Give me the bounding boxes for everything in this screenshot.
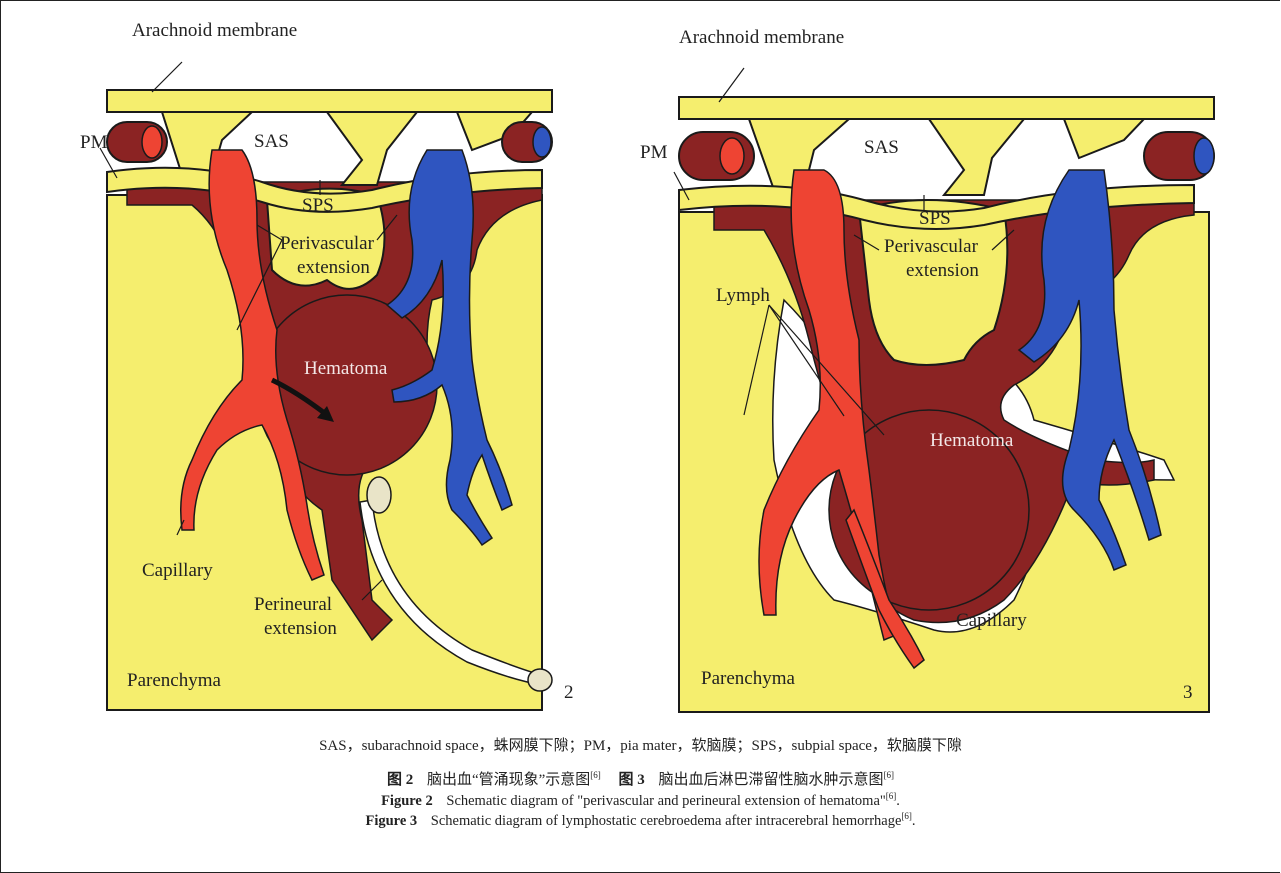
capillary-label: Capillary (956, 610, 1027, 632)
perivascular-label: Perivascular (884, 236, 978, 258)
figure-number: 3 (1183, 682, 1193, 704)
arachnoid-band (107, 90, 552, 112)
sps-label: SPS (919, 208, 951, 230)
reference: [6] (901, 811, 912, 821)
figure-3-diagram: Arachnoid membrane PM SAS SPS Perivascul… (674, 40, 1154, 712)
nerve-cross-section (367, 477, 391, 513)
perivascular-label: Perivascular (280, 233, 374, 255)
figure-2-cn-prefix: 图 2 (387, 772, 413, 788)
parenchyma-label: Parenchyma (701, 668, 795, 690)
figure-3-en-caption: Figure 3 Schematic diagram of lymphostat… (0, 811, 1281, 830)
figure-2-diagram: Arachnoid membrane PM SAS SPS Perivascul… (72, 40, 552, 712)
sas-label: SAS (864, 137, 899, 159)
lymph-label: Lymph (716, 285, 770, 307)
parenchyma-label: Parenchyma (127, 670, 221, 692)
reference: [6] (884, 770, 895, 780)
trabecula (327, 112, 417, 185)
period: . (896, 793, 900, 809)
artery-lumen (142, 126, 162, 158)
capillary-label: Capillary (142, 560, 213, 582)
figure-3-cn-prefix: 图 3 (619, 772, 645, 788)
figure-3-svg (674, 40, 1154, 712)
pm-label: PM (80, 132, 107, 154)
arachnoid-label: Arachnoid membrane (679, 27, 844, 49)
figure-number: 2 (564, 682, 574, 704)
figure-2-en-prefix: Figure 2 (381, 793, 433, 809)
vein-lumen (533, 127, 551, 157)
figure-2-cn-text: 脑出血“管涌现象”示意图 (427, 772, 590, 788)
arachnoid-label: Arachnoid membrane (132, 20, 297, 42)
pm-label: PM (640, 142, 667, 164)
perivascular-label-line2: extension (906, 260, 979, 282)
arachnoid-band (679, 97, 1214, 119)
sps-label: SPS (302, 195, 334, 217)
hematoma-label: Hematoma (930, 430, 1013, 452)
vein-lumen (1194, 138, 1214, 174)
figure-3-cn-text: 脑出血后淋巴滞留性脑水肿示意图 (659, 772, 884, 788)
figure-2-en-text: Schematic diagram of "perivascular and p… (446, 793, 885, 809)
figure-2-en-caption: Figure 2 Schematic diagram of "perivascu… (0, 791, 1281, 810)
period: . (912, 813, 916, 829)
nerve-cross-section (528, 669, 552, 691)
perineural-label: Perineural (254, 594, 332, 616)
trabecula (929, 119, 1024, 195)
leader-line (152, 62, 182, 92)
hematoma-label: Hematoma (304, 358, 387, 380)
perineural-label-line2: extension (264, 618, 337, 640)
artery-lumen (720, 138, 744, 174)
figure-3-en-text: Schematic diagram of lymphostatic cerebr… (431, 813, 902, 829)
trabecula (1064, 119, 1144, 158)
reference: [6] (590, 770, 601, 780)
chinese-caption: 图 2 脑出血“管涌现象”示意图[6] 图 3 脑出血后淋巴滞留性脑水肿示意图[… (0, 768, 1281, 789)
perivascular-label-line2: extension (297, 257, 370, 279)
abbreviation-caption: SAS，subarachnoid space，蛛网膜下隙；PM，pia mate… (0, 734, 1281, 755)
reference: [6] (886, 791, 897, 801)
figure-3-en-prefix: Figure 3 (365, 813, 417, 829)
sas-label: SAS (254, 131, 289, 153)
